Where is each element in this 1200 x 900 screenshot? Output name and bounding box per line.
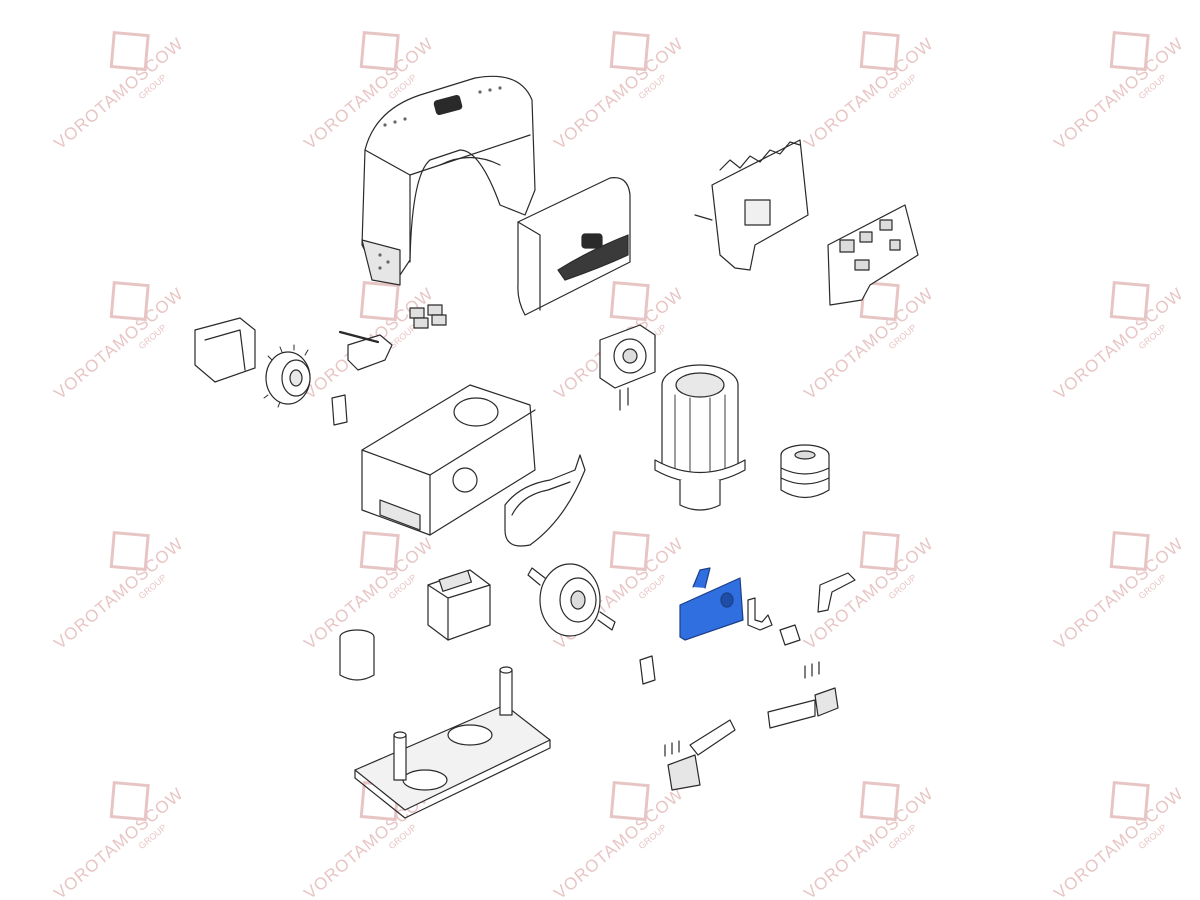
watermark-logo-icon xyxy=(859,531,900,572)
mounting-bracket-part[interactable] xyxy=(695,140,808,270)
watermark-logo-icon xyxy=(1109,281,1150,322)
watermark-logo-icon xyxy=(109,781,150,822)
motor-stator-part[interactable] xyxy=(655,365,745,510)
watermark-text: VOROTAMOSCOW xyxy=(1050,784,1187,900)
pinion-gear-part[interactable] xyxy=(264,345,310,407)
release-lever-part[interactable] xyxy=(818,573,855,612)
watermark-logo-icon xyxy=(359,531,400,572)
gasket-part[interactable] xyxy=(505,455,585,546)
watermark-text: VOROTAMOSCOW xyxy=(1050,34,1187,153)
transformer-part[interactable] xyxy=(428,570,490,640)
watermark-text: VOROTAMOSCOW xyxy=(50,284,187,403)
watermark-logo-icon xyxy=(859,781,900,822)
watermark-logo-icon xyxy=(1109,31,1150,72)
watermark-logo-icon xyxy=(1109,531,1150,572)
connector-part[interactable] xyxy=(640,656,655,684)
limit-switch-part[interactable] xyxy=(768,688,838,728)
watermark-logo-icon xyxy=(359,31,400,72)
encoder-cable-part[interactable] xyxy=(665,720,735,790)
watermark-logo-icon xyxy=(609,781,650,822)
gearbox-housing-part[interactable] xyxy=(362,385,535,535)
blue-cover-part[interactable] xyxy=(680,568,743,640)
cooling-fan-part[interactable] xyxy=(600,325,655,410)
watermark-text: VOROTAMOSCOW xyxy=(1050,534,1187,653)
release-key-part[interactable] xyxy=(748,598,800,645)
base-plate-part[interactable] xyxy=(355,667,550,818)
top-cover-part[interactable] xyxy=(362,76,535,285)
watermark-logo-icon xyxy=(109,531,150,572)
watermark-logo-icon xyxy=(859,31,900,72)
watermark-logo-icon xyxy=(109,31,150,72)
front-cover-part[interactable] xyxy=(518,178,630,315)
bushing-part[interactable] xyxy=(340,630,374,680)
pin-set-part[interactable] xyxy=(805,662,819,678)
watermark-text: VOROTAMOSCOW xyxy=(800,34,937,153)
clip-pair-part[interactable] xyxy=(410,305,446,328)
watermark-logo-icon xyxy=(1109,781,1150,822)
watermark-logo-icon xyxy=(109,281,150,322)
watermark-logo-icon xyxy=(609,531,650,572)
watermark-text: VOROTAMOSCOW xyxy=(800,784,937,900)
watermark-text: VOROTAMOSCOW xyxy=(800,284,937,403)
limit-bracket-part[interactable] xyxy=(332,395,347,425)
pulley-part[interactable] xyxy=(781,445,829,498)
side-cap-part[interactable] xyxy=(195,318,255,382)
watermark-text: VOROTAMOSCOW xyxy=(550,34,687,153)
watermark-logo-icon xyxy=(609,281,650,322)
control-board-part[interactable] xyxy=(828,205,918,305)
worm-gear-part[interactable] xyxy=(528,564,615,636)
watermark-text: VOROTAMOSCOW xyxy=(50,534,187,653)
watermark-logo-icon xyxy=(609,31,650,72)
watermark-text: VOROTAMOSCOW xyxy=(1050,284,1187,403)
release-latch-part[interactable] xyxy=(340,332,392,370)
watermark-text: VOROTAMOSCOW xyxy=(50,34,187,153)
watermark-text: VOROTAMOSCOW xyxy=(50,784,187,900)
watermark-logo-icon xyxy=(359,281,400,322)
watermark-text: VOROTAMOSCOW xyxy=(550,784,687,900)
